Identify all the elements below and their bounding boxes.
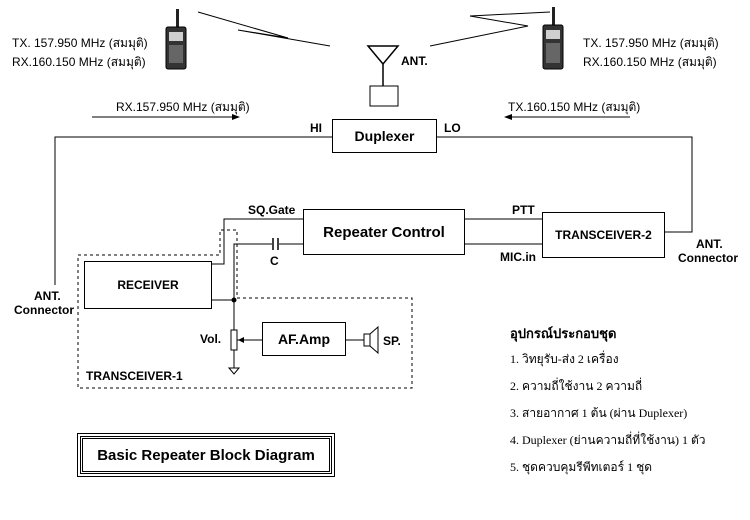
duplexer-hi-label: HI (310, 121, 322, 135)
parts-item: 1. วิทยุรับ-ส่ง 2 เครื่อง (510, 352, 619, 366)
arrow-rx-label: RX.157.950 MHz (สมมุติ) (116, 100, 250, 114)
antenna-symbol (366, 45, 400, 66)
duplexer-top-port (369, 85, 399, 107)
handheld-radio-left-icon (165, 9, 187, 70)
wiper-arrow (238, 337, 244, 343)
diagram-title: Basic Repeater Block Diagram (97, 446, 315, 464)
radio-left-tx: TX. 157.950 MHz (สมมุติ) (12, 36, 148, 50)
radio-left-rx: RX.160.150 MHz (สมมุติ) (12, 55, 146, 69)
repeater-control-block: Repeater Control (303, 209, 465, 255)
parts-item: 4. Duplexer (ย่านความถี่ที่ใช้งาน) 1 ตัว (510, 433, 706, 447)
wire-duplexer-hi (54, 136, 332, 285)
radio-right-rx: RX.160.150 MHz (สมมุติ) (583, 55, 717, 69)
radio-right-tx: TX. 157.950 MHz (สมมุติ) (583, 36, 719, 50)
speaker-label: SP. (383, 334, 401, 348)
ant-connector-left-line2: Connector (14, 303, 74, 317)
duplexer-block: Duplexer (332, 119, 437, 153)
transceiver2-label: TRANSCEIVER-2 (555, 228, 652, 242)
af-amp-block: AF.Amp (262, 322, 346, 356)
mic-in-label: MIC.in (500, 250, 536, 264)
receiver-block: RECEIVER (84, 261, 212, 309)
ptt-label: PTT (512, 203, 535, 217)
speaker-body (363, 333, 371, 347)
ground-icon (227, 367, 241, 375)
vol-label: Vol. (200, 332, 222, 346)
sq-gate-label: SQ.Gate (248, 203, 296, 217)
receiver-label: RECEIVER (117, 278, 179, 292)
parts-item: 5. ชุดควบคุมรีพีทเตอร์ 1 ชุด (510, 460, 653, 474)
speaker-cone (369, 325, 379, 355)
ant-connector-left-line1: ANT. (34, 289, 61, 303)
capacitor-label: C (270, 254, 279, 268)
arrow-tx-label: TX.160.150 MHz (สมมุติ) (508, 100, 641, 114)
parts-item: 2. ความถี่ใช้งาน 2 ความถี่ (510, 379, 643, 393)
radio-link-right (429, 11, 551, 47)
repeater-control-label: Repeater Control (323, 223, 445, 241)
antenna-label: ANT. (401, 54, 428, 68)
duplexer-label: Duplexer (354, 128, 415, 144)
wire-duplexer-lo (437, 136, 693, 233)
ant-connector-right-line1: ANT. (696, 237, 723, 251)
af-amp-label: AF.Amp (277, 331, 331, 347)
radio-link-left (197, 11, 331, 47)
ant-connector-right-line2: Connector (678, 251, 738, 265)
arrow-rx-head (232, 114, 240, 120)
arrow-tx-head (504, 114, 512, 120)
wire-audio (212, 243, 272, 301)
transceiver2-block: TRANSCEIVER-2 (542, 212, 665, 258)
transceiver1-boundary (77, 229, 413, 389)
volume-pot (230, 329, 238, 351)
duplexer-lo-label: LO (444, 121, 461, 135)
wire-sq-gate (212, 218, 303, 265)
handheld-radio-right-icon (542, 7, 564, 70)
transceiver1-label: TRANSCEIVER-1 (86, 369, 183, 383)
parts-heading: อุปกรณ์ประกอบชุด (510, 326, 617, 341)
parts-item: 3. สายอากาศ 1 ต้น (ผ่าน Duplexer) (510, 406, 688, 420)
diagram-title-box: Basic Repeater Block Diagram (77, 433, 335, 477)
